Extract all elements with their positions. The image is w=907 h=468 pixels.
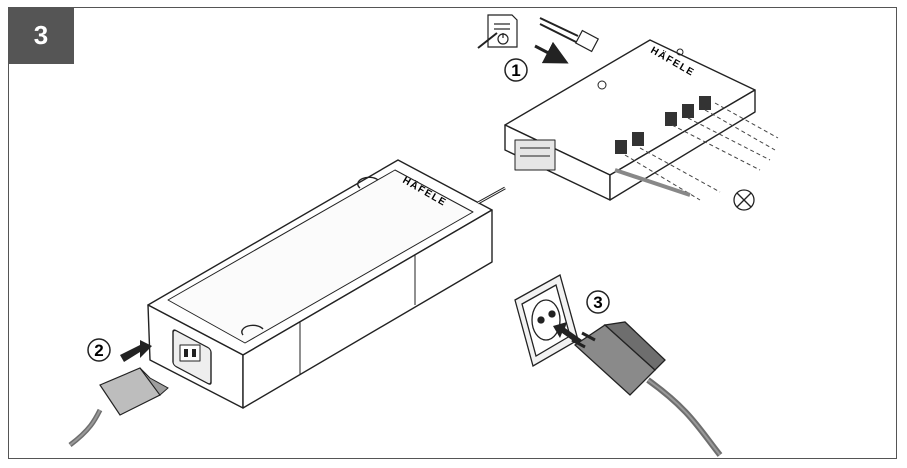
svg-text:2: 2	[94, 341, 103, 360]
manual-icon	[477, 14, 518, 49]
arrow-1-icon	[534, 41, 569, 64]
svg-text:3: 3	[593, 293, 602, 312]
svg-text:1: 1	[511, 61, 520, 80]
callout-3: 3	[586, 290, 610, 314]
led-driver	[147, 159, 506, 409]
arrow-3-icon	[553, 322, 582, 345]
callout-1: 1	[504, 58, 528, 82]
arrow-2-icon	[120, 340, 152, 362]
lamp-symbol-icon	[733, 189, 755, 211]
iec-power-cord	[68, 367, 169, 447]
distributor-cable	[614, 168, 691, 197]
distributor-box	[504, 39, 756, 201]
connector-plug	[539, 17, 600, 53]
wall-socket	[514, 274, 579, 367]
schuko-plug	[571, 321, 723, 457]
callout-2: 2	[87, 338, 111, 362]
step-number-badge: 3	[8, 7, 74, 64]
